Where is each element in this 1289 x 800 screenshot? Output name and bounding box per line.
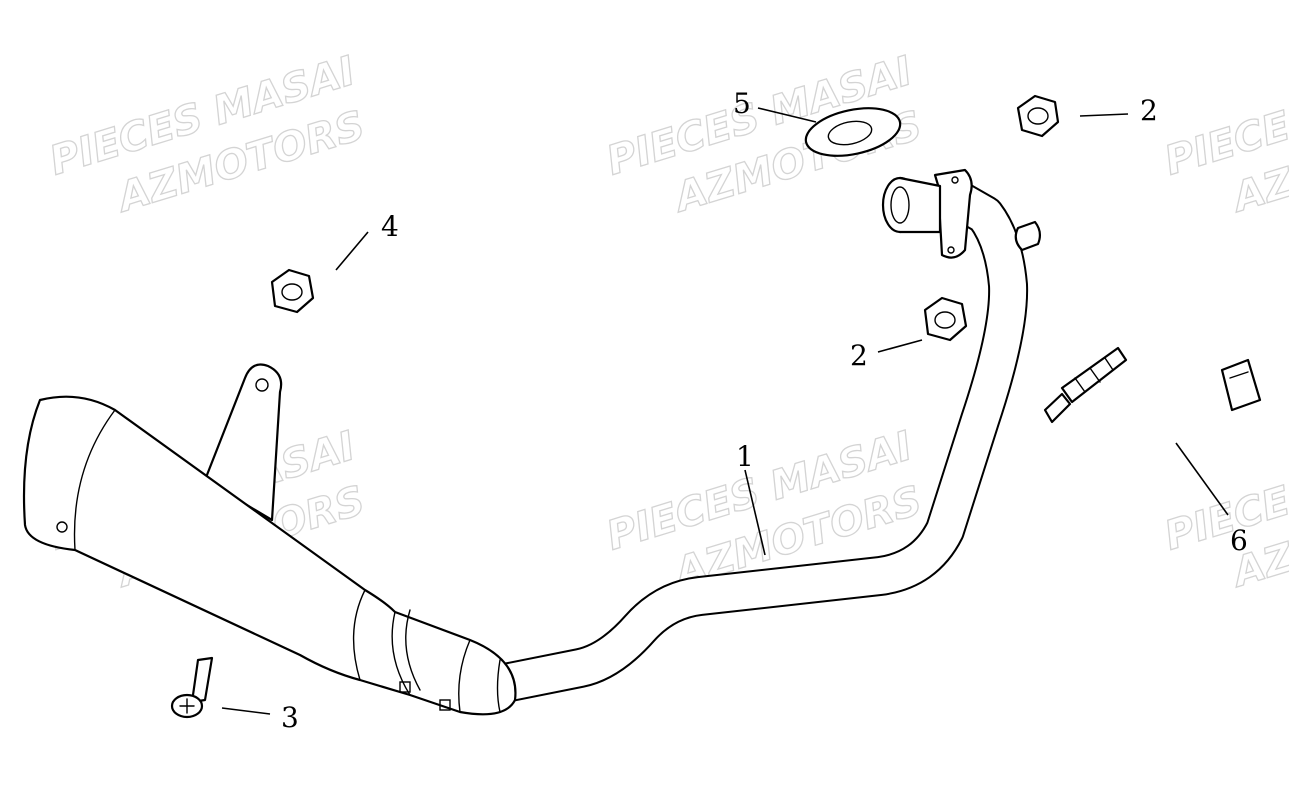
oxygen-sensor: [1043, 320, 1262, 424]
callout-2-upper: 2: [1140, 94, 1158, 127]
callout-1: 1: [736, 440, 754, 473]
muffler-bracket: [203, 363, 283, 522]
callout-labels: 1 2 2 3 4 5 6: [281, 87, 1248, 734]
nut-middle: [923, 296, 968, 342]
callout-4: 4: [381, 210, 399, 243]
exhaust-pipe: [466, 168, 1042, 710]
muffler: [22, 395, 517, 716]
leader-lines: [221, 107, 1229, 715]
callout-2-middle: 2: [850, 339, 868, 372]
bolt: [170, 656, 214, 719]
gasket: [804, 107, 902, 157]
nut-left: [270, 268, 315, 314]
nut-upper-right: [1016, 94, 1060, 138]
callout-5: 5: [733, 87, 751, 120]
callout-6: 6: [1230, 524, 1248, 557]
callout-3: 3: [281, 701, 299, 734]
